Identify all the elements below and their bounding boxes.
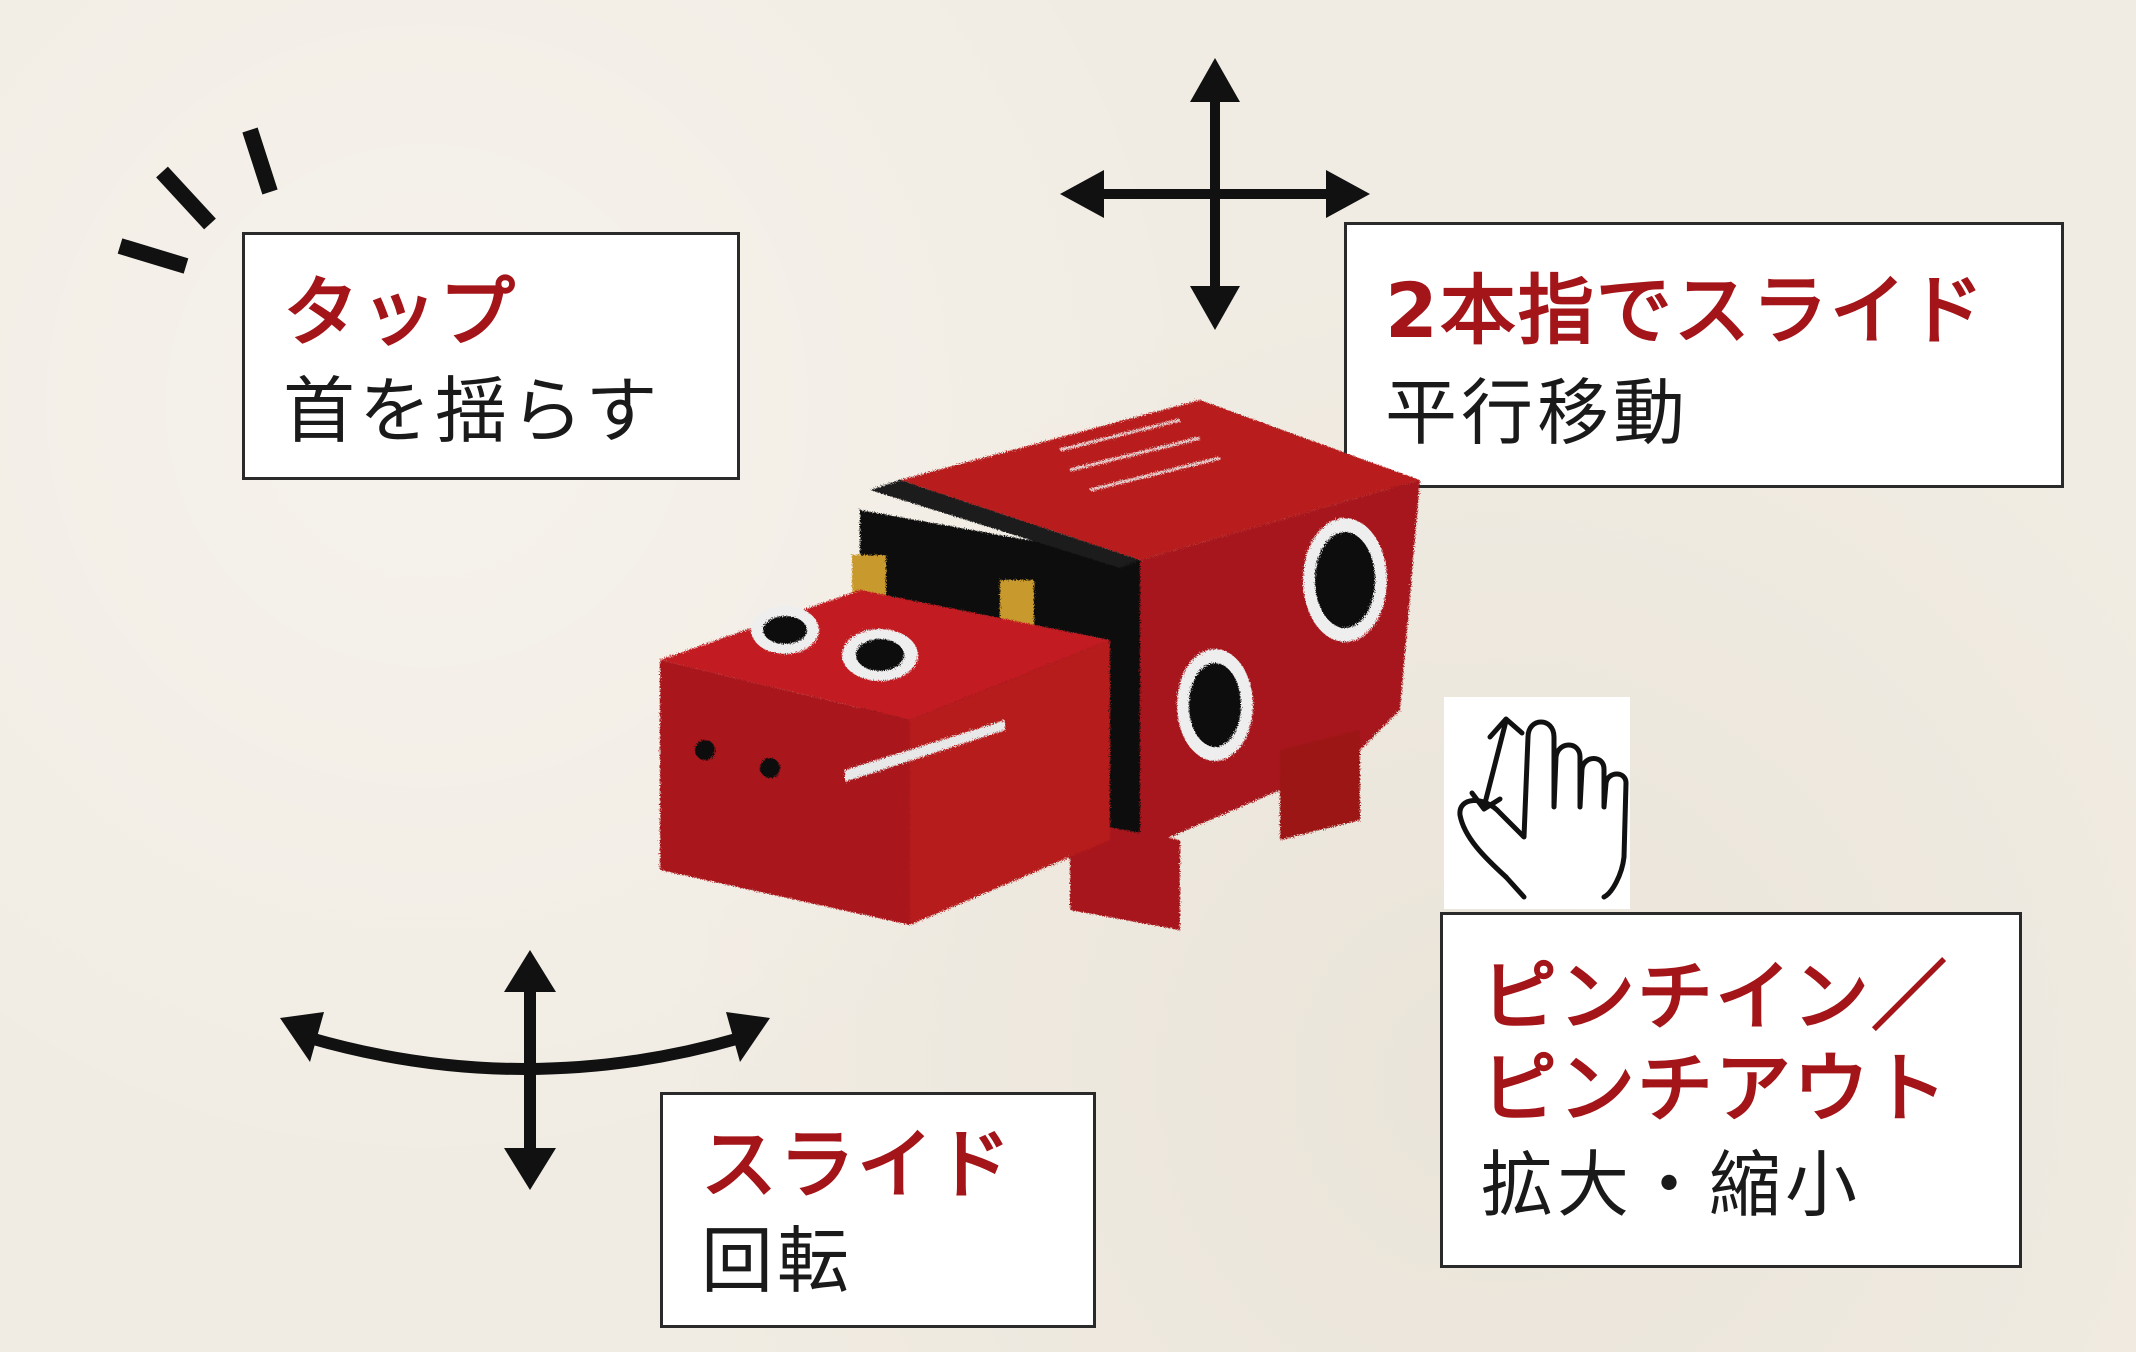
four-way-arrow-icon bbox=[1060, 58, 1370, 330]
tap-title: タップ bbox=[283, 268, 517, 357]
two-finger-title: 2本指でスライド bbox=[1385, 266, 1986, 355]
tap-card: タップ 首を揺らす bbox=[242, 232, 740, 480]
slide-title: スライド bbox=[701, 1120, 1013, 1209]
slide-card: スライド 回転 bbox=[660, 1092, 1096, 1328]
tap-lines-icon bbox=[117, 127, 278, 274]
pinch-hand-icon bbox=[1444, 697, 1630, 909]
slide-desc: 回転 bbox=[701, 1219, 854, 1303]
akabeko-figure bbox=[660, 400, 1420, 930]
tap-desc: 首を揺らす bbox=[283, 369, 662, 453]
pinch-desc: 拡大・縮小 bbox=[1481, 1143, 1862, 1227]
pinch-title-line1: ピンチイン／ bbox=[1481, 952, 1949, 1041]
pinch-title-line2: ピンチアウト bbox=[1481, 1044, 1949, 1133]
two-finger-card: 2本指でスライド 平行移動 bbox=[1344, 222, 2064, 488]
two-finger-desc: 平行移動 bbox=[1385, 371, 1690, 455]
pinch-card: ピンチイン／ ピンチアウト 拡大・縮小 bbox=[1440, 912, 2022, 1268]
rotate-arrow-icon bbox=[280, 950, 770, 1190]
